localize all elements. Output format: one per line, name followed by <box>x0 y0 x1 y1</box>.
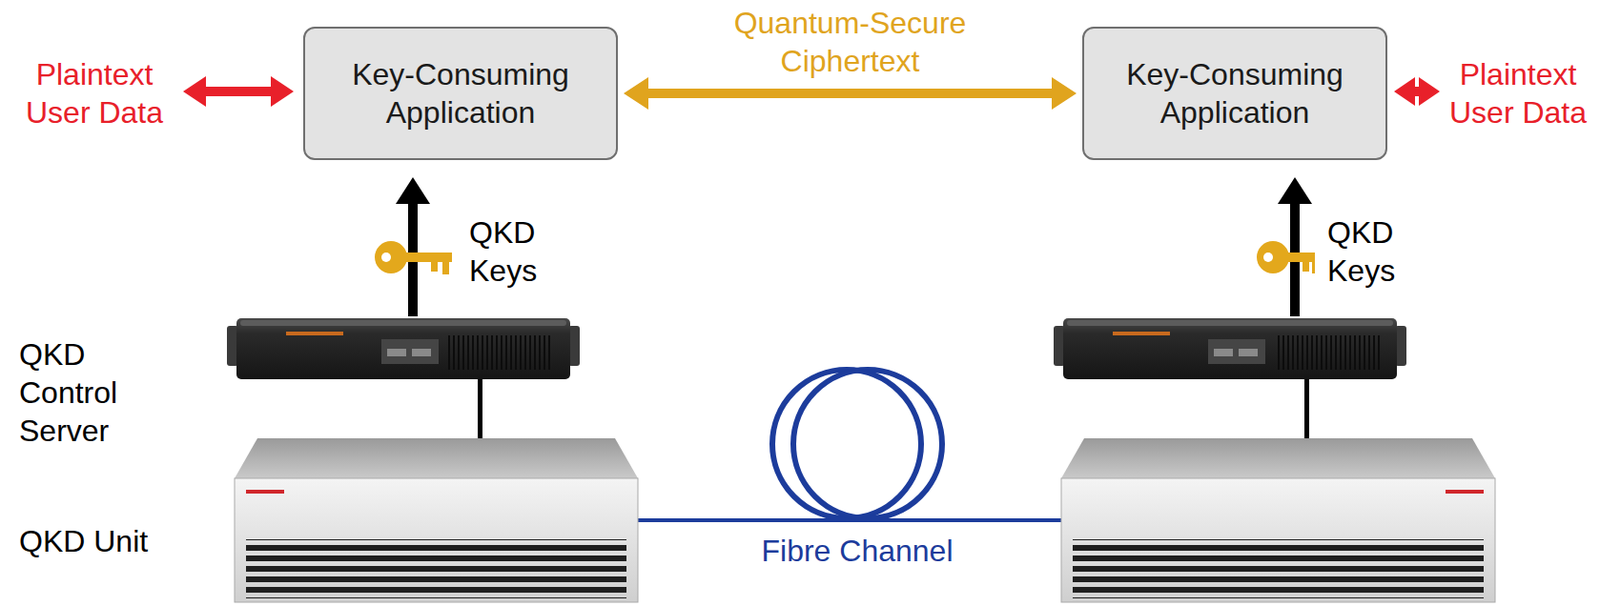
plaintext-arrow <box>183 76 294 107</box>
unit-slats <box>246 539 627 599</box>
server-panel <box>381 339 439 365</box>
arrow-shaft <box>646 88 1054 99</box>
key-shaft <box>1286 252 1315 263</box>
server-badge <box>286 331 344 336</box>
device-label: QKD Control Server <box>19 335 163 451</box>
cable <box>1304 379 1310 441</box>
arrow-head <box>1394 77 1416 106</box>
key-arrow <box>374 177 452 317</box>
key-tooth <box>442 262 450 275</box>
server-body <box>1063 318 1397 380</box>
unit-front <box>234 478 638 603</box>
key-tooth <box>430 262 438 272</box>
application-box: Key-Consuming Application <box>303 26 618 161</box>
unit-front <box>1061 478 1496 603</box>
box-label: Key-Consuming Application <box>331 55 590 132</box>
key-hole <box>381 252 391 263</box>
control-server <box>1053 318 1407 380</box>
application-box: Key-Consuming Application <box>1082 26 1388 161</box>
ciphertext-arrow <box>623 77 1077 110</box>
plaintext-arrow <box>1394 77 1440 106</box>
server-button <box>387 348 407 357</box>
arrow-head <box>270 76 294 107</box>
arrow-head <box>1051 77 1077 110</box>
cable <box>477 379 483 441</box>
key-arrow <box>1256 177 1315 317</box>
data-label: Plaintext User Data <box>13 55 176 132</box>
device-label: QKD Unit <box>19 522 210 561</box>
unit-slats <box>1072 539 1484 599</box>
qkd-unit <box>1061 438 1496 603</box>
arrow-head <box>623 77 649 110</box>
unit-badge <box>1445 490 1484 494</box>
key-label: QKD Keys <box>469 213 565 290</box>
server-top <box>1066 320 1394 327</box>
unit-top <box>234 438 638 479</box>
edge-label: Quantum-Secure Ciphertext <box>721 3 980 81</box>
arrow-head <box>395 177 431 205</box>
arrow-shaft <box>202 86 273 97</box>
server-grille <box>1274 335 1380 370</box>
server-button <box>1238 348 1258 357</box>
channel-label: Fibre Channel <box>742 532 972 571</box>
server-button <box>411 348 431 357</box>
key-bow <box>1256 241 1290 274</box>
qkd-unit <box>234 438 638 603</box>
key-hole <box>1263 252 1273 263</box>
key-icon <box>1256 241 1315 274</box>
key-label: QKD Keys <box>1327 213 1423 290</box>
arrow-head <box>1418 77 1440 106</box>
key-shaft <box>404 252 452 263</box>
key-icon <box>374 241 452 275</box>
server-panel <box>1208 339 1266 365</box>
unit-top <box>1061 438 1496 479</box>
key-bow <box>374 241 408 274</box>
box-label: Key-Consuming Application <box>1106 55 1364 132</box>
data-label: Plaintext User Data <box>1441 55 1595 132</box>
server-grille <box>448 335 554 370</box>
server-button <box>1213 348 1233 357</box>
arrow-head <box>183 76 206 107</box>
unit-badge <box>246 490 285 494</box>
server-top <box>240 320 567 327</box>
server-body <box>236 318 571 380</box>
server-badge <box>1112 331 1170 336</box>
arrow-head <box>1277 177 1313 205</box>
key-tooth <box>1302 262 1310 272</box>
fibre-channel <box>637 369 1062 521</box>
fibre-coil <box>793 369 943 519</box>
key-tooth <box>1312 262 1315 274</box>
control-server <box>226 318 580 380</box>
